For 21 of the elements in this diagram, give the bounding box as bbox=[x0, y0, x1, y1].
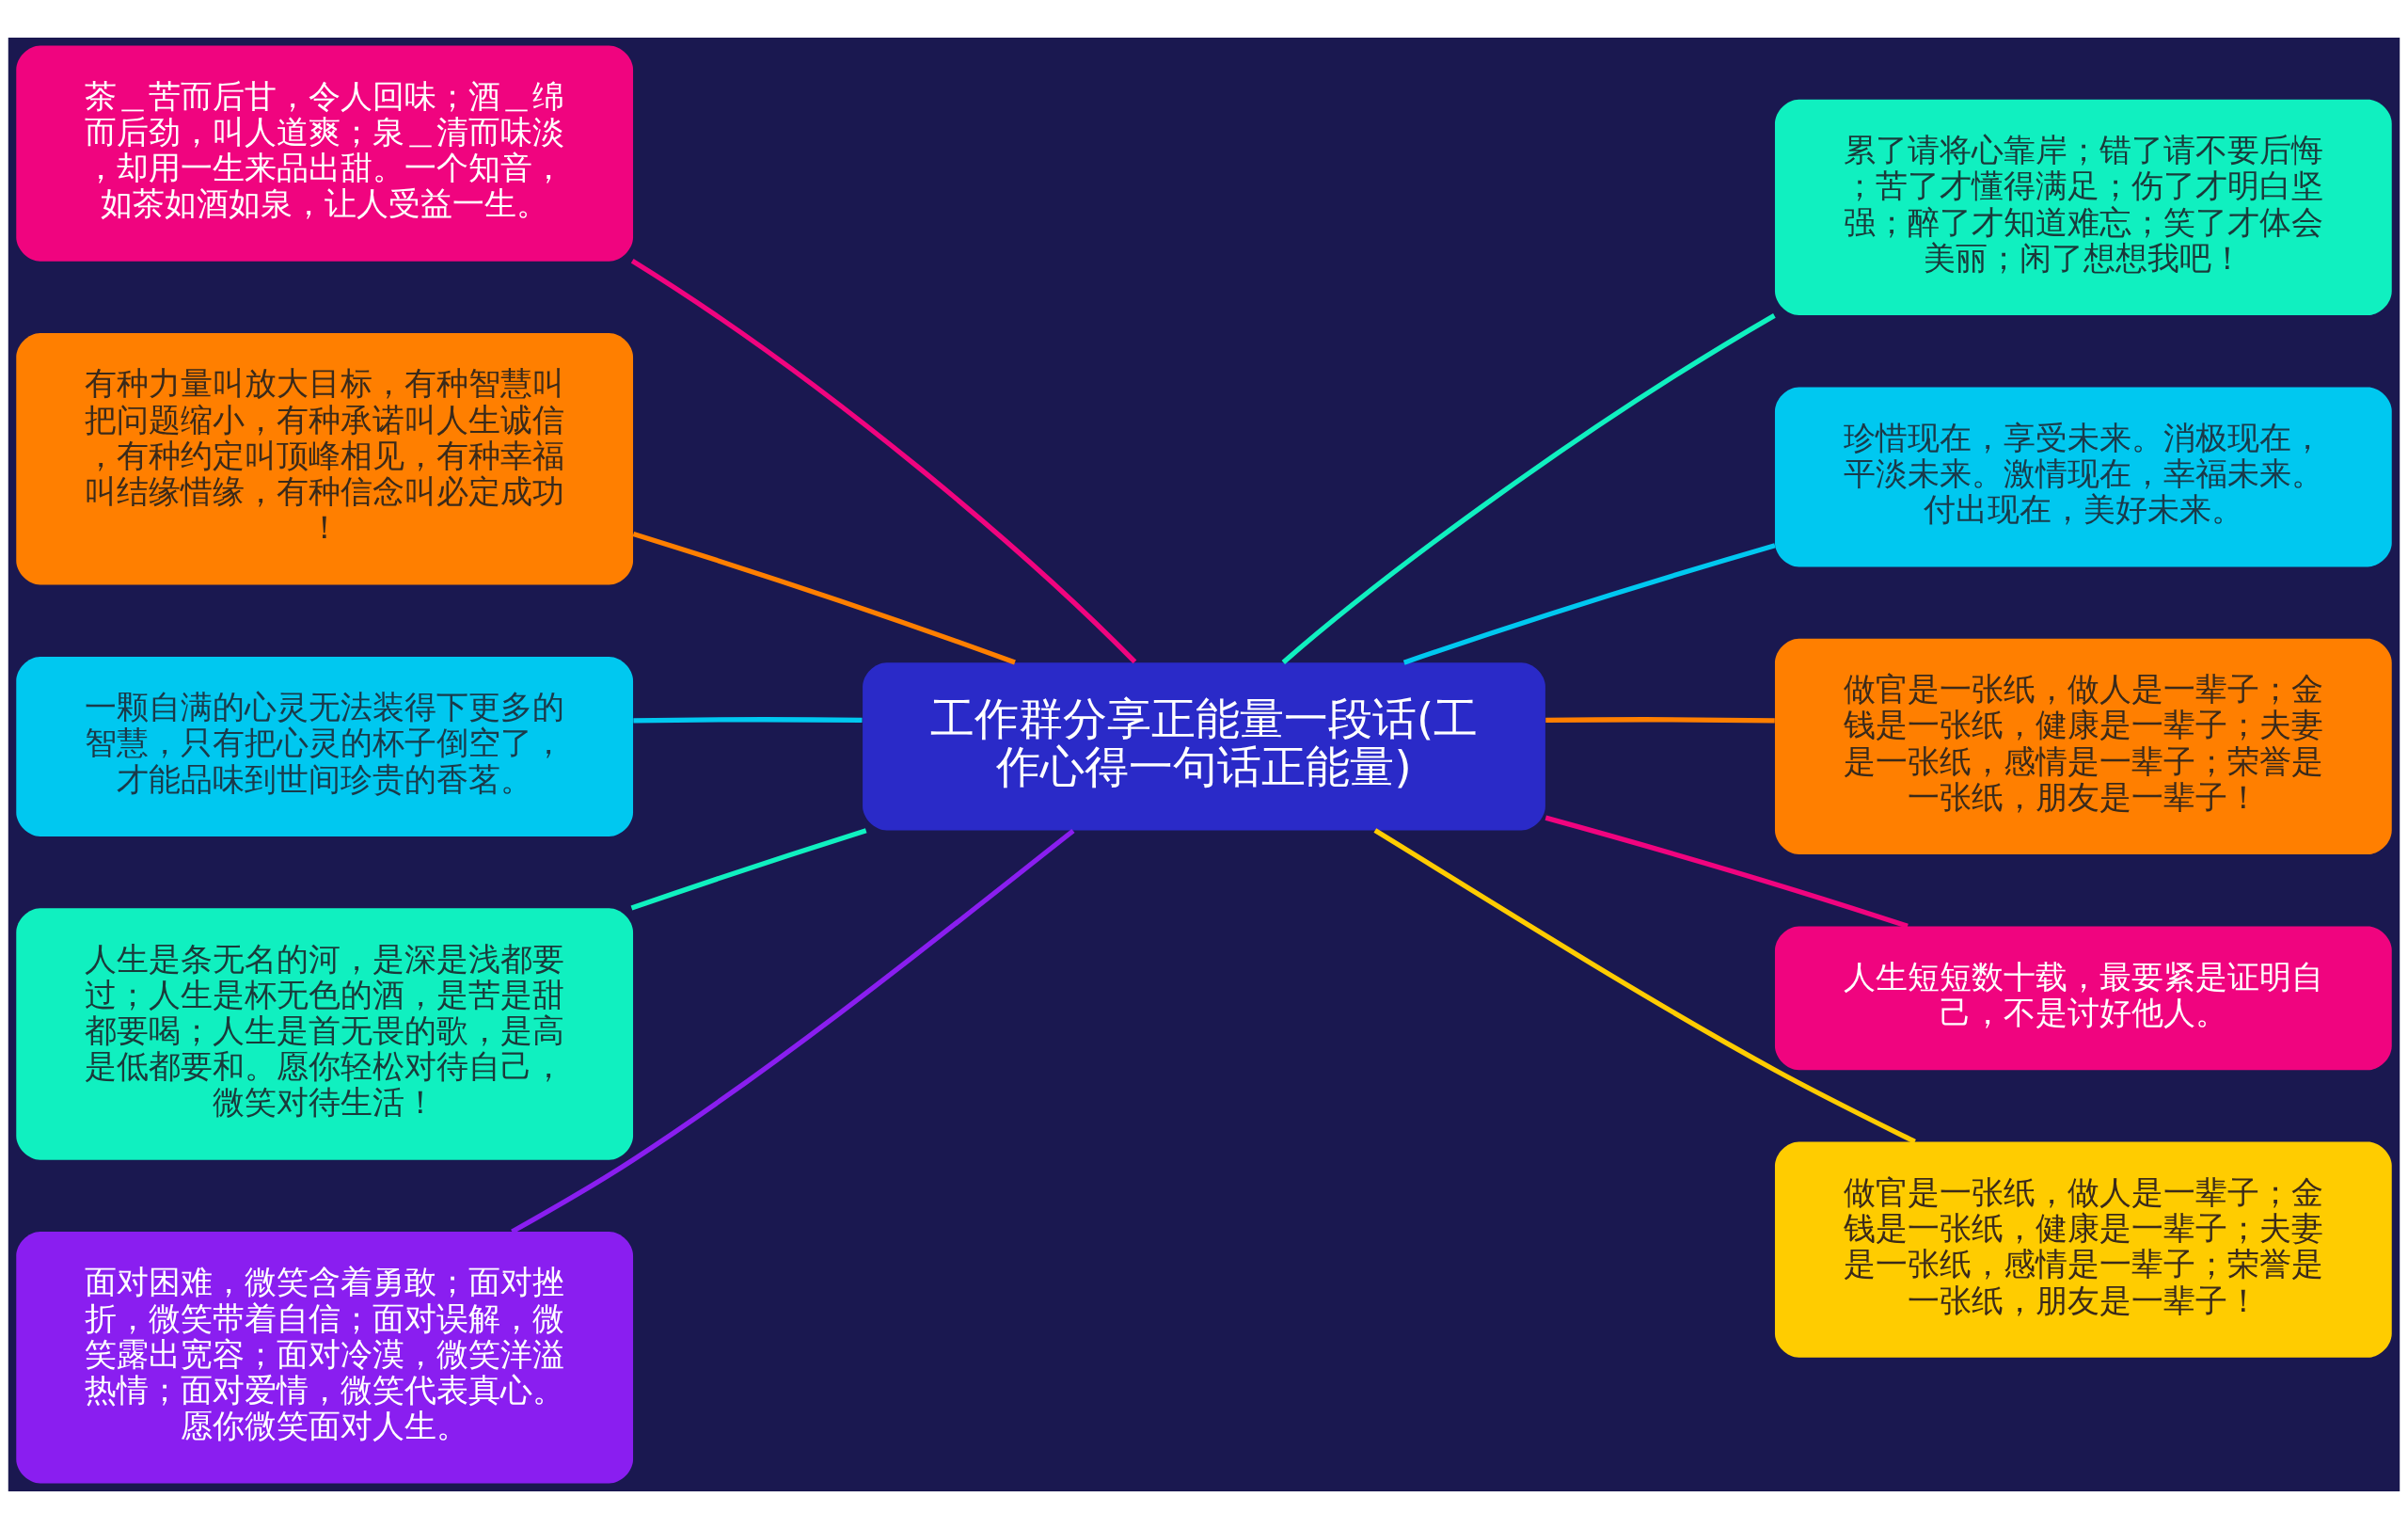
node-box: 做官是一张纸，做人是一辈子；金钱是一张纸，健康是一辈子；夫妻是一张纸，感情是一辈子；荣誉是一张纸，朋友是一辈子！ bbox=[1774, 638, 2392, 854]
node-box: 累了请将心靠岸；错了请不要后悔；苦了才懂得满足；伤了才明白坚强；醉了才知道难忘；笑了才体会美丽；闲了想想我吧！ bbox=[1774, 99, 2392, 315]
connector bbox=[633, 717, 863, 724]
node-box: 人生是条无名的河，是深是浅都要过；人生是杯无色的酒，是苦是甜都要喝；人生是首无畏的歌，是高是低都要和。愿你轻松对待自己，微笑对待生活！ bbox=[16, 908, 634, 1160]
node-box: 珍惜现在，享受未来。消极现在，平淡未来。激情现在，幸福未来。付出现在，美好未来。 bbox=[1774, 387, 2392, 567]
connector bbox=[630, 828, 867, 911]
node-box: 做官是一张纸，做人是一辈子；金钱是一张纸，健康是一辈子；夫妻是一张纸，感情是一辈子；荣誉是一张纸，朋友是一辈子！ bbox=[1774, 1141, 2392, 1358]
connector bbox=[1402, 543, 1776, 665]
node-box: 茶＿苦而后甘，令人回味；酒＿绵而后劲，叫人道爽；泉＿清而味淡，却用一生来品出甜。一个知音，如茶如酒如泉，让人受益一生。 bbox=[16, 45, 634, 262]
connector bbox=[630, 258, 1137, 664]
connector bbox=[1545, 815, 1909, 929]
connector bbox=[511, 828, 1075, 1234]
connector bbox=[1281, 313, 1776, 664]
connector bbox=[632, 531, 1016, 665]
node-box: 工作群分享正能量一段话(工作心得一句话正能量) bbox=[863, 662, 1545, 831]
connector bbox=[1545, 717, 1775, 724]
node-box: 一颗自满的心灵无法装得下更多的智慧，只有把心灵的杯子倒空了，才能品味到世间珍贵的香茗。 bbox=[16, 656, 634, 836]
node-box: 人生短短数十载，最要紧是证明自己，不是讨好他人。 bbox=[1774, 926, 2392, 1071]
node-box: 有种力量叫放大目标，有种智慧叫把问题缩小，有种承诺叫人生诚信，有种约定叫顶峰相见，有种幸福叫结缘惜缘，有种信念叫必定成功！ bbox=[16, 333, 634, 585]
connector bbox=[1373, 828, 1916, 1144]
node-box: 面对困难，微笑含着勇敢；面对挫折，微笑带着自信；面对误解，微笑露出宽容；面对冷漠，微笑洋溢热情；面对爱情，微笑代表真心。愿你微笑面对人生。 bbox=[16, 1232, 634, 1484]
